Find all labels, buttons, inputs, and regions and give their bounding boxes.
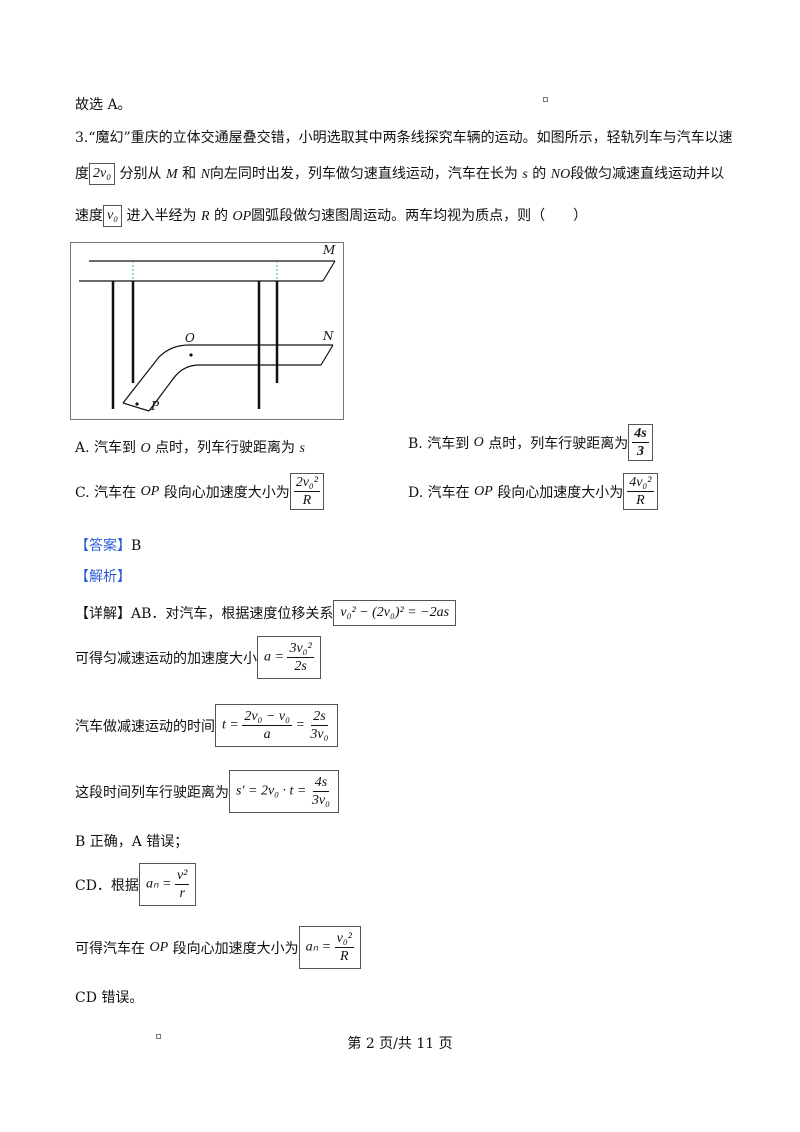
marker-bottom — [156, 1034, 161, 1039]
detail-label: 【详解】 — [75, 606, 131, 622]
label-P: P — [151, 399, 160, 413]
marker-top — [543, 97, 548, 102]
label-M: M — [323, 243, 336, 257]
speed-v0-box: v₀ — [103, 205, 123, 227]
answer-line: 【答案】B — [75, 536, 141, 556]
question-line-1: 3.“魔幻”重庆的立体交通屋叠交错，小明选取其中两条线探究车辆的运动。如图所示，… — [75, 130, 733, 146]
track-diagram: M N O P — [70, 242, 344, 420]
road-N-end — [320, 344, 334, 366]
label-N: N — [323, 329, 334, 343]
answer-label: 【答案】 — [75, 538, 131, 554]
track-diagram-svg — [79, 260, 336, 412]
track-M-end — [322, 260, 336, 282]
detail-line-1: 【详解】AB．对汽车，根据速度位移关系 v₀² − (2v₀)² = −2as — [75, 600, 457, 626]
point-O — [189, 353, 193, 357]
page-footer: 第 2 页/共 11 页 — [347, 1036, 453, 1052]
road-N-upper — [122, 344, 333, 404]
option-A[interactable]: A. 汽车到 O 点时，列车行驶距离为 s — [75, 440, 305, 456]
label-O: O — [185, 331, 195, 345]
top-line: 故选 A。 — [75, 97, 132, 113]
analysis-label: 【解析】 — [75, 569, 131, 585]
formula-1: v₀² − (2v₀)² = −2as — [333, 600, 457, 626]
road-P-end — [122, 402, 150, 412]
point-P — [135, 402, 139, 406]
road-N-lower — [148, 364, 321, 412]
answer-value: B — [131, 538, 142, 554]
detail-line-8: CD 错误。 — [75, 990, 144, 1006]
detail-line-5: B 正确，A 错误； — [75, 834, 189, 850]
speed-2v0-box: 2v₀ — [89, 163, 116, 185]
